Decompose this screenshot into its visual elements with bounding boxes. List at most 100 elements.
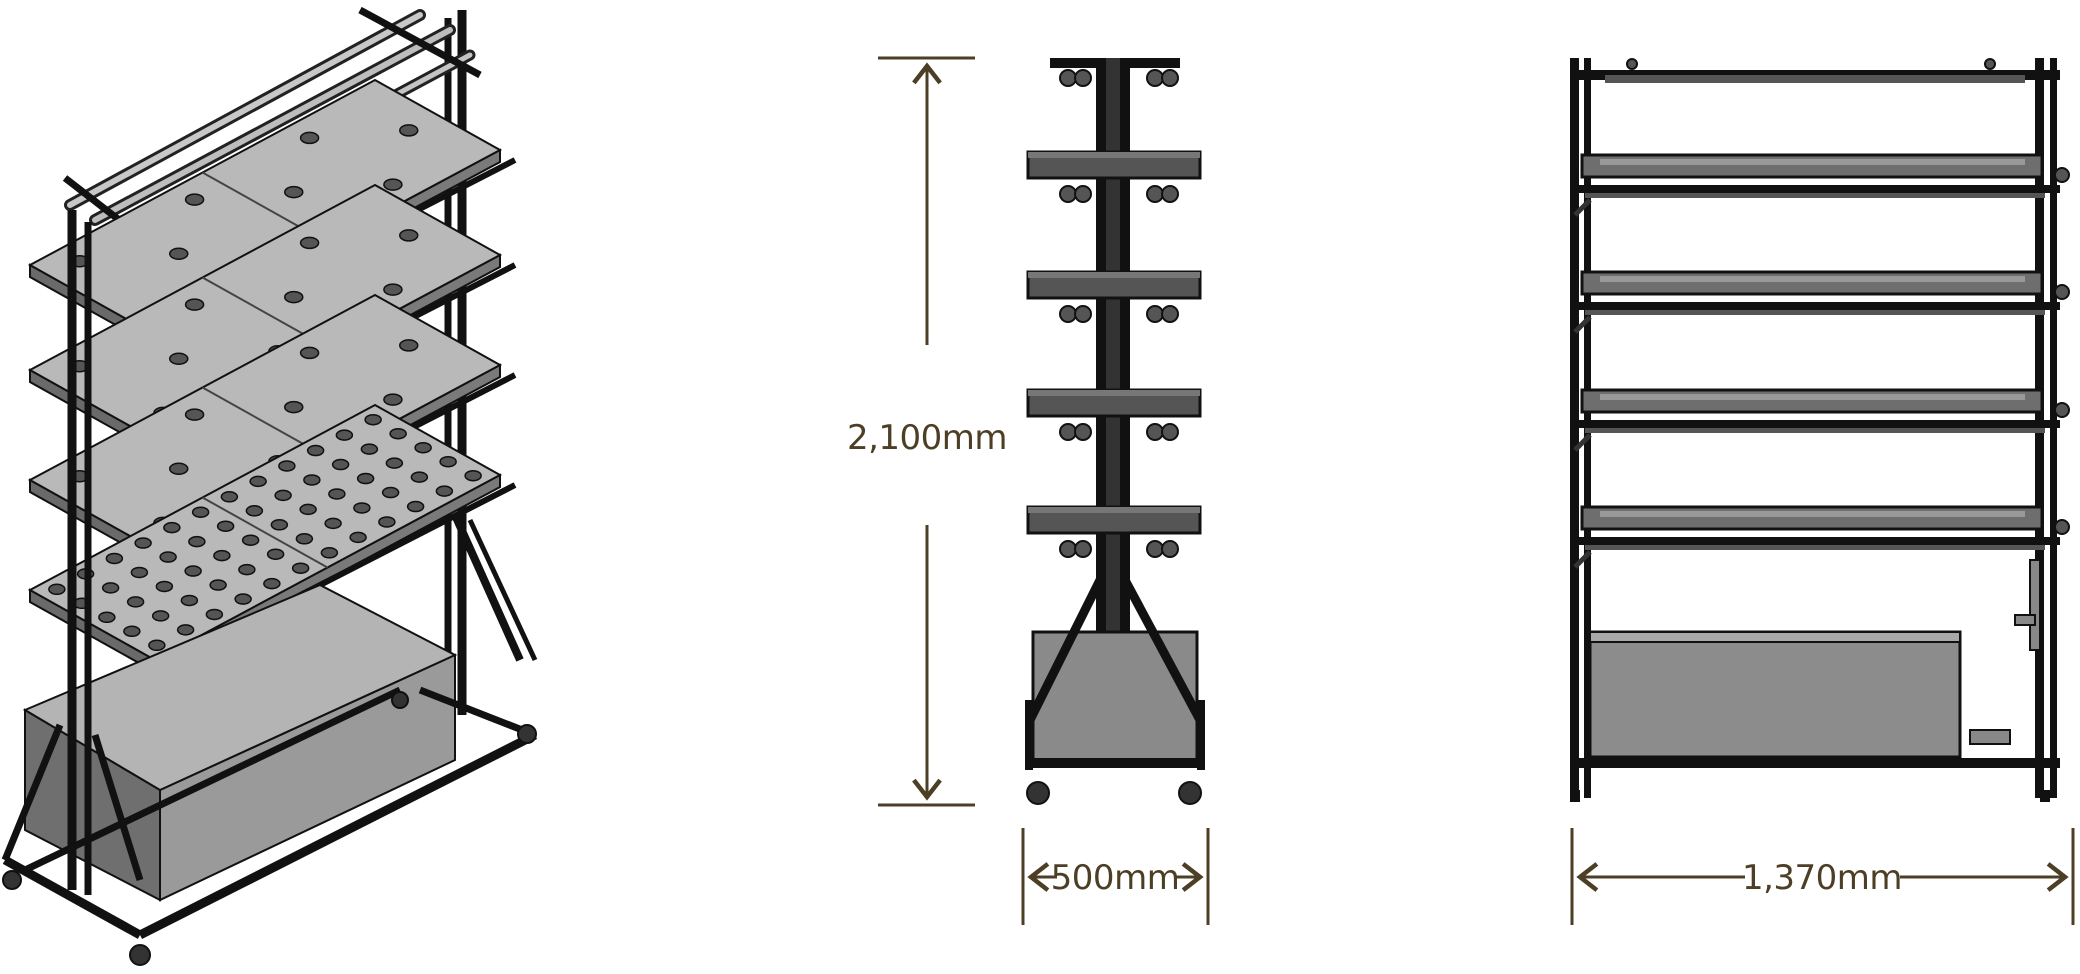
valve <box>1573 550 1592 569</box>
plant-hole <box>399 229 419 242</box>
pipe-fitting <box>1161 185 1179 203</box>
plant-hole <box>209 579 227 591</box>
plant-hole <box>130 566 149 579</box>
front-view <box>1570 58 2070 802</box>
plant-hole <box>389 427 407 440</box>
pipe-fitting <box>1146 185 1164 203</box>
plant-hole <box>360 443 379 455</box>
isometric-reservoir-tank <box>22 583 458 902</box>
plant-hole <box>335 429 354 441</box>
plant-hole <box>295 533 314 545</box>
plant-hole <box>123 625 141 638</box>
height-label: 2,100mm <box>847 418 1007 458</box>
pipe-fitting <box>1059 185 1077 203</box>
pipe-fitting <box>1161 423 1179 441</box>
tray-rim <box>1028 152 1200 158</box>
width-dimension: 1,370mm <box>1570 828 2075 925</box>
pipe-fitting <box>1059 540 1077 558</box>
pipe-fitting <box>1074 185 1092 203</box>
plant-hole <box>213 549 231 562</box>
plant-hole <box>353 502 371 514</box>
side-trays <box>1026 150 1202 558</box>
plant-hole <box>48 583 66 596</box>
plant-hole <box>399 124 419 137</box>
pipe-fitting <box>1074 540 1092 558</box>
plant-hole <box>299 346 320 360</box>
plant-hole <box>331 458 350 471</box>
plant-hole <box>399 339 419 352</box>
tray-rim <box>1600 511 2025 517</box>
shelf-rail <box>1570 302 2060 310</box>
plant-hole <box>284 185 304 199</box>
plant-hole <box>274 489 292 502</box>
plant-hole <box>184 193 205 206</box>
plant-hole <box>320 547 339 559</box>
pipe-fitting <box>1161 305 1179 323</box>
tray-rim <box>1028 272 1200 278</box>
valve <box>1573 198 1592 217</box>
plant-hole <box>184 565 202 577</box>
plant-hole <box>216 520 235 532</box>
plant-hole <box>151 610 170 622</box>
plant-hole <box>284 290 304 304</box>
plant-hole <box>383 393 403 406</box>
width-label: 1,370mm <box>1742 858 1902 898</box>
plant-hole <box>378 516 396 528</box>
plant-hole <box>169 352 189 365</box>
front-tray <box>1570 505 2070 569</box>
plant-hole <box>383 283 403 296</box>
depth-dimension: 500mm <box>1021 828 1210 925</box>
plant-hole <box>406 500 425 513</box>
plant-hole <box>266 548 285 560</box>
plant-hole <box>241 534 260 546</box>
plant-hole <box>155 580 174 593</box>
shelf-rail <box>1585 545 2045 550</box>
plant-hole <box>234 593 252 605</box>
pipe-fitting <box>1059 305 1077 323</box>
side-view <box>1025 58 1205 805</box>
side-tray <box>1026 388 1202 441</box>
plant-hole <box>324 517 342 530</box>
shelf-rail <box>1570 420 2060 428</box>
tray-rim <box>1028 390 1200 396</box>
plant-hole <box>101 582 120 594</box>
plant-hole <box>191 506 210 518</box>
plant-hole <box>284 400 304 414</box>
plant-hole <box>98 611 116 624</box>
pipe-fitting <box>1146 305 1164 323</box>
front-tray <box>1570 270 2070 334</box>
plant-hole <box>163 521 181 534</box>
tray-rim <box>1600 159 2025 165</box>
pipe-fitting <box>2054 284 2070 300</box>
plant-hole <box>176 624 195 636</box>
plant-hole <box>306 444 325 457</box>
plant-hole <box>410 471 429 483</box>
plant-hole <box>383 178 403 191</box>
pipe-fitting <box>1059 423 1077 441</box>
plant-hole <box>439 455 457 468</box>
plant-hole <box>299 131 320 145</box>
tray-rim <box>1600 276 2025 282</box>
plant-hole <box>169 247 189 260</box>
pipe-fitting <box>1146 423 1164 441</box>
plant-hole <box>278 460 296 472</box>
plant-hole <box>238 563 256 576</box>
plant-hole <box>188 535 206 548</box>
plant-hole <box>220 491 239 503</box>
plant-hole <box>349 531 367 544</box>
plant-hole <box>299 236 320 250</box>
plant-hole <box>464 469 482 482</box>
front-tray <box>1570 153 2070 217</box>
valve <box>1573 433 1592 452</box>
tray-body <box>1580 153 2044 179</box>
plant-hole <box>205 608 224 621</box>
isometric-trays <box>27 78 517 683</box>
pipe-fitting <box>2054 402 2070 418</box>
plant-hole <box>303 474 321 486</box>
shelf-rail <box>1585 193 2045 198</box>
height-dimension: 2,100mm <box>847 56 1008 807</box>
plant-hole <box>299 503 317 516</box>
plant-hole <box>381 486 400 499</box>
plant-hole <box>435 485 454 497</box>
